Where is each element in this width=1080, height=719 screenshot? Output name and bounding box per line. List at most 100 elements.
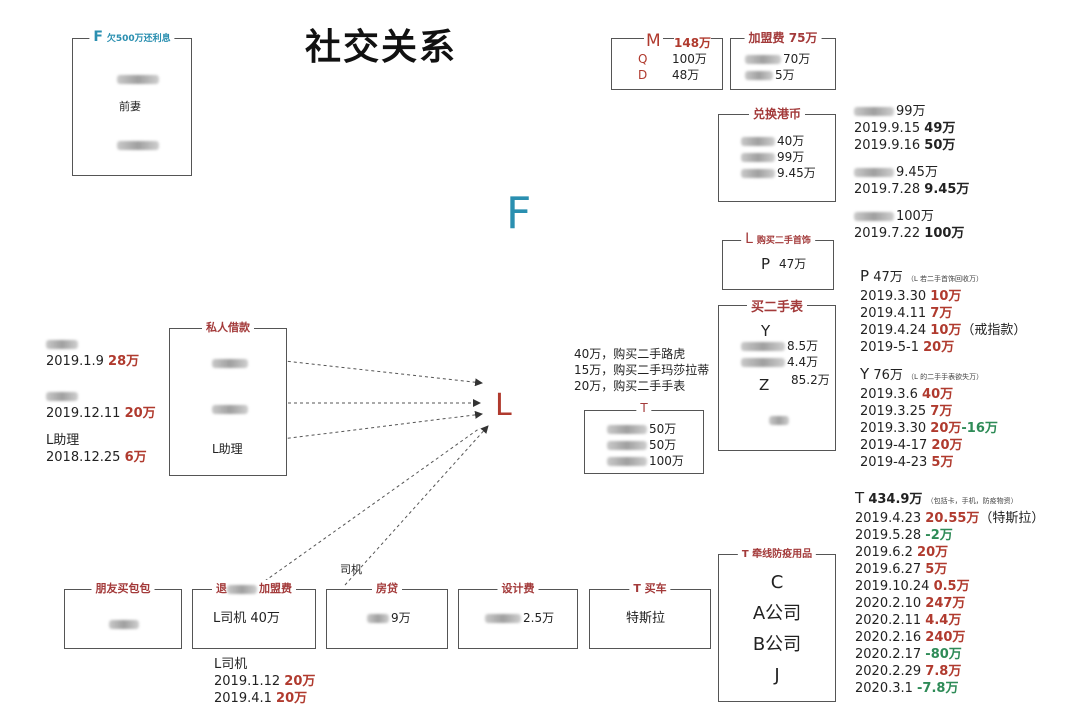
- car-purchase-title: T 买车: [629, 580, 671, 596]
- hk-row-3: 9.45万: [741, 165, 816, 181]
- p-detail-list: P 47万 （L 若二手首饰回收万） 2019.3.30 10万 2019.4.…: [860, 268, 1026, 356]
- t-detail-list: T 434.9万 （包括卡，手机，防疫物资） 2019.4.23 20.55万（…: [855, 490, 1044, 697]
- m-amount: 148万: [674, 34, 712, 51]
- mqd-box: M 148万 Q 100万 D 48万: [611, 31, 723, 90]
- hk-detail-row: 2019.9.15 49万: [854, 121, 956, 136]
- watch-y-row-2: 4.4万: [741, 354, 818, 370]
- driver-detail-list: L司机 2019.1.12 20万 2019.4.1 20万: [214, 656, 315, 707]
- p-detail-row: 2019.4.24 10万（戒指款）: [860, 323, 1027, 338]
- y-detail-row: 2019-4-23 5万: [860, 455, 954, 470]
- jewelry-box: L 购买二手首饰 P 47万: [722, 231, 834, 290]
- hk-exchange-title: 兑换港币: [748, 105, 806, 122]
- watch-box: 买二手表 Y 8.5万 4.4万 Z 85.2万: [718, 296, 836, 451]
- p-detail-head: P 47万 （L 若二手首饰回收万）: [860, 267, 983, 286]
- purchase-item: 40万，购买二手路虎: [574, 347, 686, 361]
- jewelry-amount: 47万: [779, 257, 807, 271]
- y-detail-row: 2019.3.30 20万-16万: [860, 421, 998, 436]
- lender-item: 2019.12.11 20万: [46, 386, 156, 422]
- q-label: Q: [638, 52, 648, 66]
- t-detail-row: 2019.10.24 0.5万: [855, 579, 970, 594]
- anti-item-j: J: [774, 665, 780, 686]
- ex-wife-label: 前妻: [119, 100, 141, 113]
- t-detail-row: 2020.2.16 240万: [855, 630, 966, 645]
- design-fee-body: 2.5万: [485, 610, 554, 626]
- refund-fee-title: 退加盟费: [212, 580, 296, 596]
- t-detail-row: 2020.2.17 -80万: [855, 647, 962, 662]
- blurred-name: [769, 410, 791, 429]
- hk-detail-row: 2019.7.22 100万: [854, 226, 965, 241]
- loan-arrow-3: [257, 410, 483, 443]
- private-loan-assistant: L助理: [212, 442, 243, 456]
- anti-item-a: A公司: [752, 603, 802, 624]
- anti-item-c: C: [770, 572, 784, 593]
- hk-detail-list: 99万 2019.9.15 49万 2019.9.16 50万 9.45万 20…: [854, 103, 969, 242]
- t-detail-row: 2020.2.11 4.4万: [855, 613, 962, 628]
- y-detail-list: Y 76万 （L 的二手手表欲失万） 2019.3.6 40万 2019.3.2…: [860, 366, 998, 471]
- watch-title: 买二手表: [746, 296, 808, 315]
- hk-row-1: 40万: [741, 133, 804, 149]
- y-detail-row: 2019.3.6 40万: [860, 387, 954, 402]
- p-detail-row: 2019.3.30 10万: [860, 289, 962, 304]
- watch-z: Z: [759, 376, 770, 394]
- p-detail-row: 2019.4.11 7万: [860, 306, 953, 321]
- t-detail-row: 2019.6.2 20万: [855, 545, 949, 560]
- design-fee-box: 设计费 2.5万: [458, 580, 578, 649]
- loan-arrow-1: [257, 357, 483, 387]
- t-detail-row: 2020.3.1 -7.8万: [855, 681, 959, 696]
- anti-item-b: B公司: [752, 634, 802, 655]
- t-detail-row: 2019.5.28 -2万: [855, 528, 953, 543]
- blurred-name: [109, 614, 141, 633]
- hk-detail-row: 99万: [854, 103, 969, 120]
- hk-detail-row: 2019.7.28 9.45万: [854, 182, 970, 197]
- lender-list: 2019.1.9 28万 2019.12.11 20万 L助理 2018.12.…: [46, 334, 156, 466]
- t-box-row: 50万: [607, 437, 676, 453]
- mortgage-body: 9万: [367, 610, 411, 626]
- private-loan-box: 私人借款 L助理: [169, 319, 287, 476]
- t-detail-row: 2019.4.23 20.55万（特斯拉）: [855, 511, 1045, 526]
- center-f-label: F: [506, 188, 532, 239]
- anti-epidemic-box: T 牵线防疫用品 C A公司 B公司 J: [718, 545, 836, 702]
- blurred-name: [212, 353, 250, 372]
- jewelry-p: P: [761, 255, 771, 273]
- hk-exchange-box: 兑换港币 40万 99万 9.45万: [718, 105, 836, 202]
- t-box: T 50万 50万 100万: [584, 401, 704, 474]
- t-box-row: 100万: [607, 453, 684, 469]
- friend-bag-title: 朋友买包包: [91, 580, 155, 596]
- mortgage-title: 房贷: [372, 580, 402, 596]
- jewelry-title: L 购买二手首饰: [741, 231, 815, 247]
- friend-bag-box: 朋友买包包: [64, 580, 182, 649]
- private-loan-title: 私人借款: [202, 319, 254, 335]
- p-detail-row: 2019-5-1 20万: [860, 340, 955, 355]
- d-label: D: [638, 68, 648, 82]
- car-purchase-box: T 买车 特斯拉: [589, 580, 711, 649]
- t-detail-row: 2020.2.10 247万: [855, 596, 966, 611]
- franchise-fee-title: 加盟费 75万: [744, 29, 822, 46]
- fee-row-1: 70万: [745, 51, 810, 67]
- lender-item: L助理 2018.12.25 6万: [46, 433, 147, 465]
- car-purchase-body: 特斯拉: [626, 611, 666, 626]
- f-box-title: F 欠500万还利息: [89, 29, 175, 45]
- fee-row-2: 5万: [745, 67, 795, 83]
- purchase-item: 15万，购买二手玛莎拉蒂: [574, 363, 710, 377]
- diagram-title: 社交关系: [305, 27, 458, 68]
- l-node-label: L: [495, 388, 512, 423]
- hk-row-2: 99万: [741, 149, 804, 165]
- driver-label: 司机: [340, 563, 362, 576]
- t-detail-row: 2020.2.29 7.8万: [855, 664, 962, 679]
- y-detail-head: Y 76万 （L 的二手手表欲失万）: [860, 365, 984, 384]
- driver-arrow: [254, 427, 481, 589]
- watch-y: Y: [761, 322, 771, 340]
- design-fee-title: 设计费: [497, 580, 539, 596]
- q-amount: 100万: [672, 52, 707, 66]
- lender-item: 2019.1.9 28万: [46, 334, 156, 370]
- purchase-item: 20万，购买二手手表: [574, 379, 686, 393]
- y-detail-row: 2019.3.25 7万: [860, 404, 953, 419]
- driver-detail-row: 2019.1.12 20万: [214, 674, 316, 689]
- t-box-title: T: [636, 401, 652, 415]
- y-detail-row: 2019-4-17 20万: [860, 438, 963, 453]
- blurred-name: [212, 399, 250, 418]
- driver-detail-row: 2019.4.1 20万: [214, 691, 308, 706]
- driver-detail-head: L司机: [214, 657, 248, 672]
- refund-fee-body: L司机 40万: [213, 611, 280, 626]
- t-detail-row: 2019.6.27 5万: [855, 562, 948, 577]
